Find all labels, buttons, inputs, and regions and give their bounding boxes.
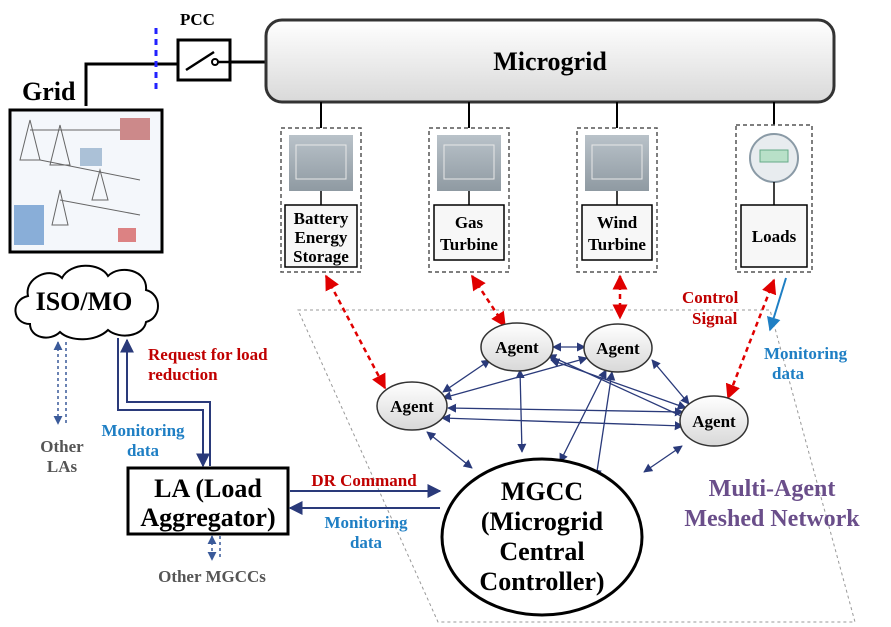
- microgrid-bus: [264, 18, 836, 104]
- request-label-2: reduction: [148, 365, 218, 384]
- iso-mo-label: ISO/MO: [36, 287, 133, 316]
- other-mgccs-link: [207, 535, 221, 561]
- wind-turbine-label-1: Wind: [597, 213, 638, 232]
- control-signal-label-1: Control: [682, 288, 739, 307]
- mgcc-label-2: (Microgrid: [481, 507, 604, 536]
- resource-gas-turbine: Gas Turbine: [428, 102, 510, 273]
- wind-turbine-photo: [585, 135, 649, 191]
- resource-loads: Loads: [735, 102, 813, 273]
- control-signal-label-2: Signal: [692, 309, 738, 328]
- agent-node-1: Agent: [480, 322, 554, 372]
- grid-image: [8, 108, 164, 254]
- switch-icon: [185, 50, 215, 72]
- monitoring-label-la-2: data: [350, 533, 383, 552]
- resource-wind-turbine: Wind Turbine: [576, 102, 658, 273]
- control-links: [324, 274, 777, 400]
- mgcc-label-4: Controller): [479, 567, 604, 596]
- dr-command-label: DR Command: [311, 471, 417, 490]
- agent-2-label: Agent: [596, 339, 640, 358]
- monitoring-label-la-1: Monitoring: [324, 513, 408, 532]
- resource-battery: Battery Energy Storage: [280, 102, 362, 273]
- monitoring-label-loads-2: data: [772, 364, 805, 383]
- multi-agent-label-1: Multi-Agent: [709, 476, 836, 502]
- battery-label-2: Energy: [295, 228, 348, 247]
- mgcc-label-3: Central: [499, 537, 584, 566]
- gas-turbine-label-2: Turbine: [440, 235, 498, 254]
- monitoring-label-iso-2: data: [127, 441, 160, 460]
- monitoring-arrow-loads: [767, 277, 787, 332]
- battery-photo: [289, 135, 353, 191]
- la-label-2: Aggregator): [140, 503, 275, 532]
- other-mgccs-label: Other MGCCs: [158, 567, 266, 586]
- agent-node-3: Agent: [376, 381, 448, 431]
- agent-1-label: Agent: [495, 338, 539, 357]
- mgcc-node: MGCC (Microgrid Central Controller): [440, 457, 644, 617]
- mgcc-label-1: MGCC: [501, 477, 583, 506]
- iso-la-links: [117, 338, 211, 468]
- agent-node-2: Agent: [583, 323, 653, 373]
- gas-turbine-label-1: Gas: [455, 213, 484, 232]
- agent-4-label: Agent: [692, 412, 736, 431]
- multi-agent-label-2: Meshed Network: [684, 506, 860, 532]
- load-aggregator-node: LA (Load Aggregator): [126, 466, 290, 536]
- wind-turbine-label-2: Turbine: [588, 235, 646, 254]
- loads-label: Loads: [752, 227, 797, 246]
- la-mgcc-links: [288, 484, 442, 515]
- other-las-link: [53, 341, 67, 425]
- other-las-label-1: Other: [40, 437, 84, 456]
- agent-mesh-links: [426, 342, 691, 479]
- pcc-label: PCC: [180, 10, 215, 29]
- monitoring-label-iso-1: Monitoring: [101, 421, 185, 440]
- request-label-1: Request for load: [148, 345, 268, 364]
- battery-label-3: Storage: [293, 247, 349, 266]
- microgrid-label: Microgrid: [493, 47, 607, 76]
- agent-3-label: Agent: [390, 397, 434, 416]
- grid-connection: PCC Grid: [22, 10, 266, 106]
- agent-node-4: Agent: [679, 395, 749, 447]
- la-label-1: LA (Load: [154, 474, 262, 503]
- grid-label: Grid: [22, 77, 76, 106]
- monitoring-label-loads-1: Monitoring: [764, 344, 848, 363]
- battery-label-1: Battery: [294, 209, 349, 228]
- gas-turbine-photo: [437, 135, 501, 191]
- pcc-switch-box: [176, 38, 232, 82]
- other-las-label-2: LAs: [47, 457, 78, 476]
- iso-mo-cloud: ISO/MO: [14, 264, 159, 341]
